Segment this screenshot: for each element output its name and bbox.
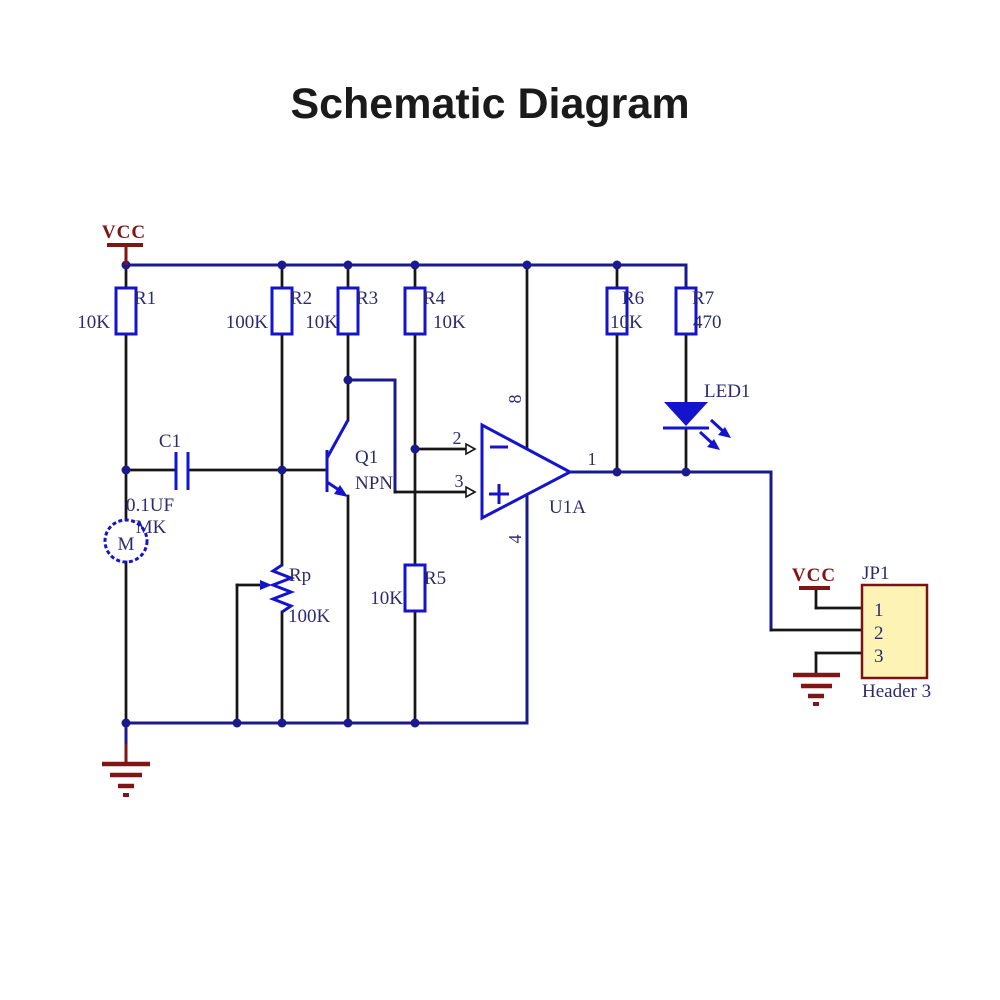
resistor-r3-symbol: R3 10K [305,286,378,336]
resistor-r1-symbol: R1 10K [77,286,156,336]
u1a-pin4-label: 4 [505,535,525,544]
capacitor-c1-symbol: C1 0.1UF MK [126,431,190,538]
resistor-r4-symbol: R4 10K [403,286,466,336]
r3-value: 10K [305,312,338,333]
jp1-pin3-label: 3 [874,646,884,667]
u1a-ref: U1A [549,497,586,518]
r1-ref: R1 [134,288,156,309]
r4-value: 10K [433,312,466,333]
pin3-arrow-icon [465,485,477,499]
r6-value: 10K [610,312,643,333]
potentiometer-rp-symbol: Rp 100K [260,563,331,627]
led1-ref: LED1 [704,381,750,402]
c1-value: 0.1UF [126,495,174,516]
c1-part: MK [136,517,167,538]
vcc-symbol-right: VCC [792,565,836,590]
junction-dots [121,260,691,728]
led-emission-arrows-icon [698,418,731,450]
u1a-pin2-label: 2 [453,428,462,448]
r7-ref: R7 [692,288,714,309]
q1-ref: Q1 [355,447,378,468]
vcc-right-label: VCC [792,565,836,586]
u1a-pin1-label: 1 [588,449,597,469]
resistor-r2-symbol: R2 100K [226,286,312,336]
jp1-pin2-label: 2 [874,623,884,644]
u1a-pin8-label: 8 [505,395,525,404]
ground-symbol-right [793,672,840,706]
c1-ref: C1 [159,431,181,452]
wire-bus-group [124,263,773,746]
led1-symbol: LED1 [663,381,750,450]
microphone-label: M [118,534,135,555]
u1a-pin3-label: 3 [455,471,464,491]
r4-ref: R4 [423,288,446,309]
r2-value: 100K [226,312,269,333]
vcc-symbol-left: VCC [102,222,146,265]
pin2-arrow-icon [465,442,477,456]
wiper-arrow-icon [260,580,272,590]
resistor-r6-symbol: R6 10K [605,286,644,336]
opamp-u1a-symbol: 2 3 1 8 4 U1A [453,395,597,544]
r7-value: 470 [693,312,722,333]
jp1-ref: JP1 [862,563,889,584]
ground-symbol-left [102,744,150,797]
q1-part: NPN [355,473,393,494]
noninverting-input-icon [489,484,509,504]
emitter-arrow-icon [334,485,348,497]
rp-ref: Rp [289,565,311,586]
r1-value: 10K [77,312,110,333]
jp1-part: Header 3 [862,681,931,702]
r5-ref: R5 [424,568,446,589]
r5-value: 10K [370,588,403,609]
r2-ref: R2 [290,288,312,309]
microphone-symbol: M [103,518,149,564]
r3-ref: R3 [356,288,378,309]
resistor-r5-symbol: R5 10K [370,563,446,613]
header-jp1-symbol: JP1 1 2 3 Header 3 [860,563,931,702]
jp1-pin1-label: 1 [874,600,884,621]
rp-value: 100K [288,606,331,627]
transistor-q1-symbol: Q1 NPN [325,419,393,497]
vcc-left-label: VCC [102,222,146,243]
wire-stub-group [124,263,864,725]
r6-ref: R6 [622,288,644,309]
page-title: Schematic Diagram [290,80,689,128]
resistor-r7-symbol: R7 470 [674,286,722,336]
